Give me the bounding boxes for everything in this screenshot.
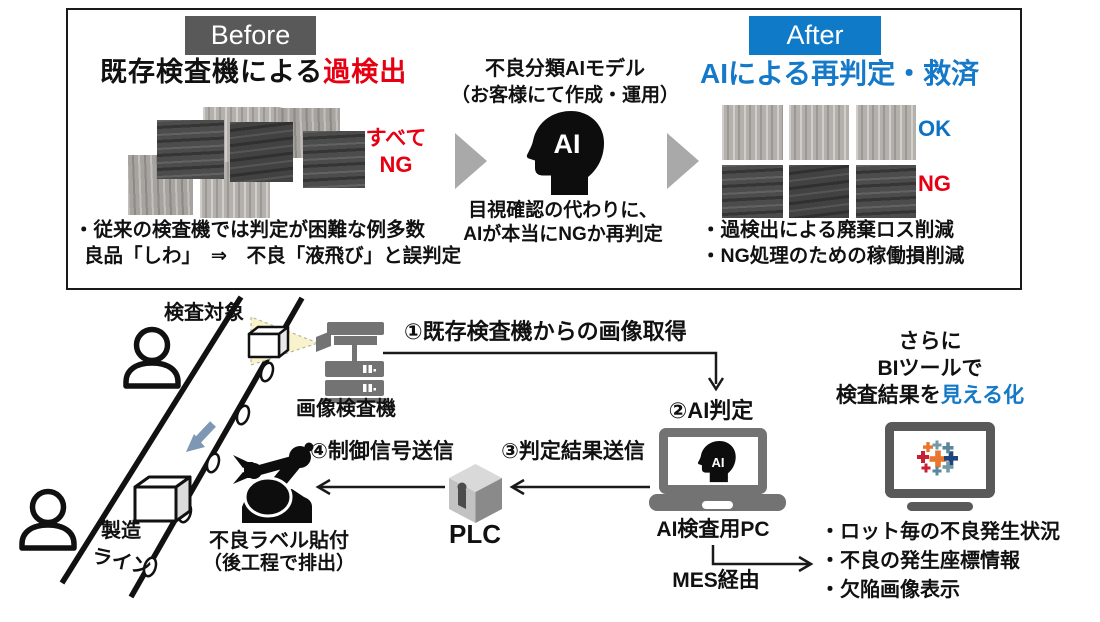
- step1-label: ①既存検査機からの画像取得: [404, 319, 687, 344]
- before-note-2: 良品「しわ」 ⇒ 不良「液飛び」と誤判定: [84, 245, 462, 267]
- product-box-icon: [133, 475, 192, 523]
- light-cone-icon: [250, 316, 320, 366]
- inspection-target-box-icon: [247, 325, 290, 359]
- sample-image: [157, 120, 224, 179]
- arrow-result-send: [509, 478, 650, 496]
- bi-bullet-2: ・不良の発生座標情報: [820, 550, 1020, 572]
- server-icon: [322, 361, 387, 403]
- ai-head-small-icon: AI: [697, 441, 736, 483]
- bi-line3-blue: 見える化: [940, 384, 1025, 407]
- sample-image: [230, 122, 293, 182]
- line-label-1: 製造: [101, 520, 141, 542]
- mes-label: MES経由: [672, 569, 760, 592]
- all-ng-line2: NG: [379, 151, 413, 177]
- before-title: 既存検査機による過検出: [100, 57, 407, 89]
- robot-label-1: 不良ラベル貼付: [209, 530, 349, 552]
- after-title: AIによる再判定・救済: [700, 58, 980, 89]
- after-tag-label: After: [786, 20, 844, 50]
- plc-icon: [449, 464, 502, 523]
- inspection-machine-icon: [316, 322, 387, 403]
- ai-caption-1: 目視確認の代わりに、: [468, 200, 658, 221]
- arrow-image-acquisition: [383, 351, 725, 392]
- bi-line-3: 検査結果を見える化: [836, 384, 1024, 409]
- after-note-1: ・過検出による廃棄ロス削減: [701, 219, 954, 241]
- tableau-logo-icon: [917, 440, 958, 476]
- ai-head-small-text: AI: [712, 455, 725, 470]
- laptop-icon: AI: [649, 428, 786, 511]
- bi-line-2: BIツールで: [877, 357, 983, 380]
- conveyor-direction-arrow-icon: [186, 421, 216, 452]
- sample-image: [303, 131, 365, 188]
- ai-caption-2: AIが本当にNGか再判定: [463, 224, 663, 245]
- robot-label-2: （後工程で排出）: [202, 553, 356, 574]
- bi-bullet-3: ・欠陥画像表示: [820, 579, 960, 601]
- line-label-2: ライン: [89, 545, 154, 580]
- target-label: 検査対象: [164, 302, 244, 324]
- before-title-red: 過検出: [323, 57, 408, 87]
- camera-icon: [316, 322, 384, 362]
- step4-label: ④制御信号送信: [310, 440, 454, 463]
- ok-sample-image: [722, 105, 783, 160]
- after-note-2: ・NG処理のための稼働損削減: [701, 245, 965, 267]
- monitor-icon: [885, 422, 995, 511]
- bi-line-1: さらに: [898, 330, 962, 353]
- ng-sample-image: [722, 165, 783, 218]
- plc-label: PLC: [449, 519, 501, 549]
- after-tag: After: [749, 16, 881, 55]
- ng-label: NG: [918, 171, 951, 196]
- ai-model-title: 不良分類AIモデル: [485, 58, 645, 80]
- arrow-control-send: [315, 478, 445, 496]
- before-title-black: 既存検査機による: [100, 57, 324, 87]
- before-tag: Before: [185, 16, 316, 55]
- ng-sample-image: [789, 165, 849, 218]
- ok-sample-image: [789, 105, 849, 160]
- ok-sample-image: [856, 105, 916, 160]
- all-ng-line1: すべて: [365, 127, 427, 150]
- robot-arm-icon: [233, 442, 314, 523]
- ai-pc-label: AI検査用PC: [656, 518, 770, 541]
- before-note-1: ・従来の検査機では判定が困難な例多数: [74, 219, 426, 241]
- step2-label: ②AI判定: [668, 398, 754, 423]
- before-tag-label: Before: [210, 20, 291, 50]
- ok-label: OK: [918, 116, 951, 141]
- bi-bullet-1: ・ロット毎の不良発生状況: [820, 521, 1060, 543]
- machine-label: 画像検査機: [296, 398, 396, 420]
- arrow-mes: [711, 545, 814, 573]
- person-icon: [19, 326, 181, 551]
- step3-label: ③判定結果送信: [501, 440, 645, 463]
- bi-line3-black: 検査結果を: [835, 384, 941, 407]
- ng-sample-image: [856, 165, 916, 218]
- ai-model-subtitle: （お客様にて作成・運用）: [450, 85, 680, 106]
